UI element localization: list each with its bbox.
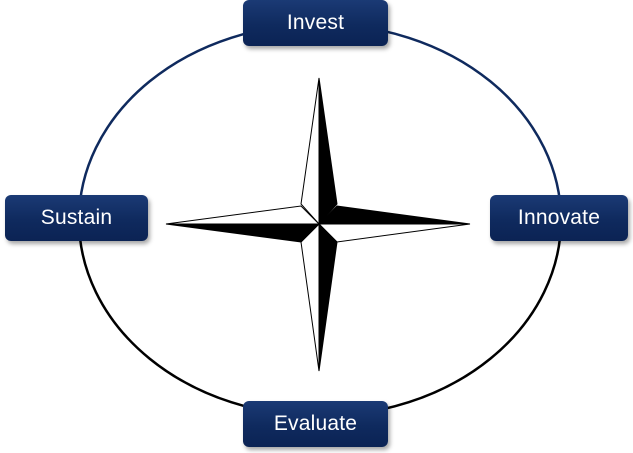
invest-label: Invest — [286, 11, 345, 34]
sustain-node: Sustain — [5, 195, 148, 241]
compass-rose-icon — [165, 77, 471, 372]
evaluate-node: Evaluate — [243, 401, 388, 447]
invest-node: Invest — [243, 0, 388, 46]
innovate-node: Innovate — [490, 195, 628, 241]
innovate-label: Innovate — [517, 206, 601, 229]
sustain-label: Sustain — [40, 206, 113, 229]
evaluate-label: Evaluate — [273, 412, 358, 435]
